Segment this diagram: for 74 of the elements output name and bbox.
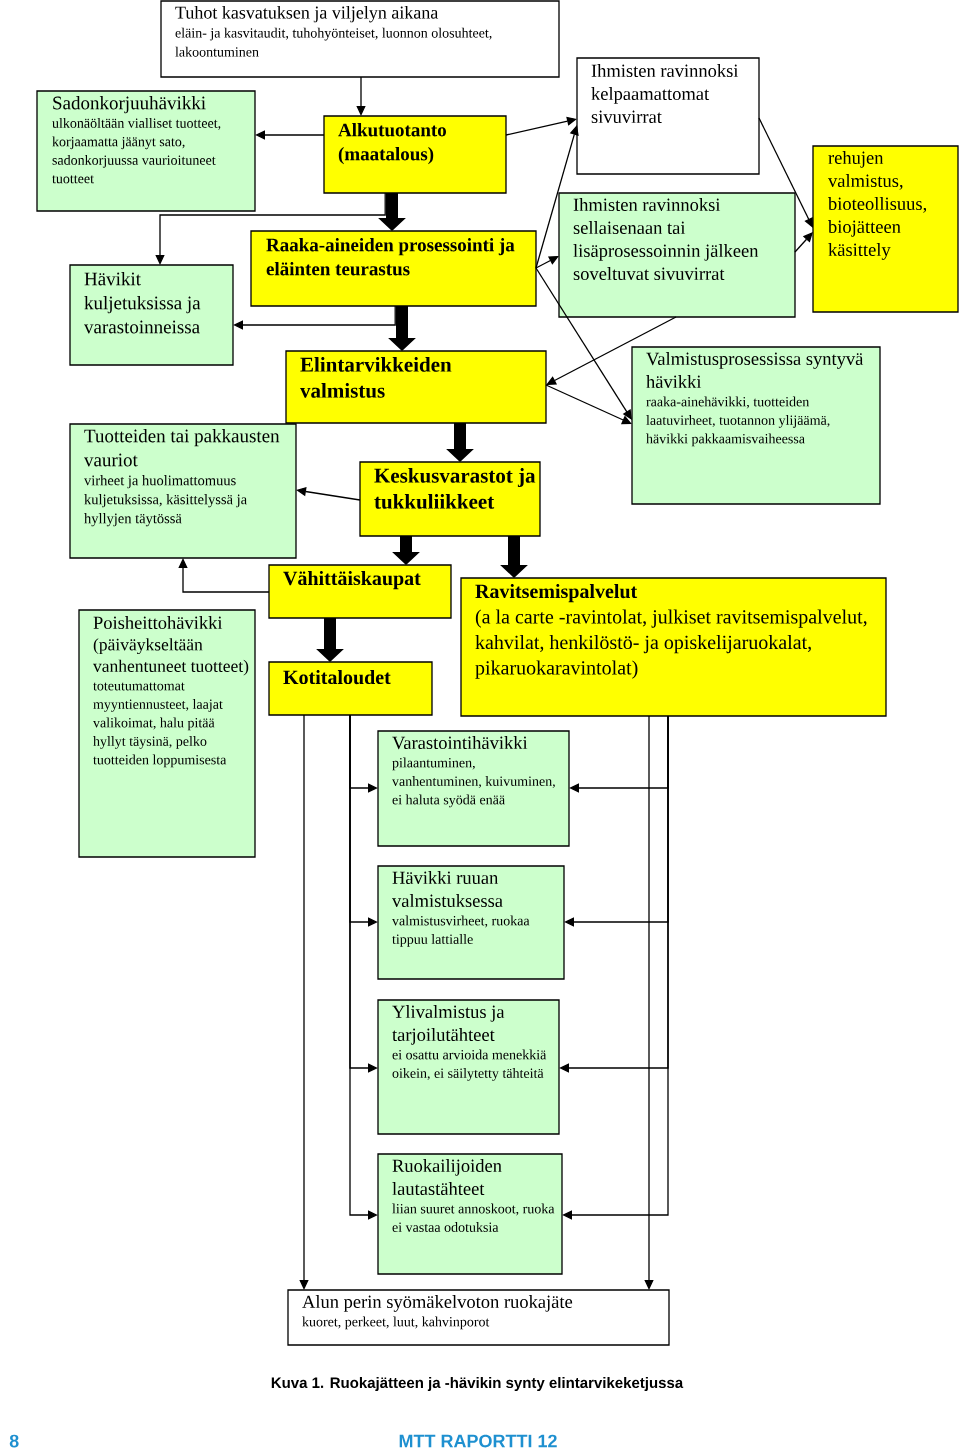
heading: Alun perin syömäkelvoton ruokajäte: [302, 1295, 573, 1312]
arrow: [299, 714, 309, 1290]
description: valmistusvirheet, ruokaa tippuu lattialle: [392, 915, 530, 947]
caption: Kuva 1. Ruokajätteen ja -hävikin synty elintarvikeketjussa: [271, 1377, 684, 1391]
arrow: [644, 715, 654, 1290]
process-box: [268, 564, 452, 619]
process-box: [250, 230, 537, 307]
heading: Ravitsemispalvelut: [475, 584, 638, 603]
process-box: [460, 577, 887, 717]
process-box: [268, 661, 433, 716]
process-box: [323, 115, 507, 194]
process-box: [812, 145, 959, 313]
heading: Hävikki ruuan valmistuksessa: [392, 871, 503, 908]
description: liian suuret annoskoot, ruoka ei vastaa odotuksia: [392, 1203, 555, 1232]
heading: Ihmisten ravinnoksi kelpaamattomat sivuvirrat: [591, 64, 739, 124]
description: pilaantuminen, vanhentuminen, kuivuminen, ei haluta syödä enää: [392, 757, 555, 808]
description: raaka-ainehävikki, tuotteiden laatuvirheet, tuotannon ylijäämä, hävikki pakkaamisvaiheessa: [646, 396, 830, 447]
subheading: (päiväykseltään vanhentuneet tuotteet): [93, 638, 249, 676]
arrow: [505, 116, 577, 136]
heading: Varastointihävikki: [392, 736, 528, 750]
heading: Raaka-aineiden prosessointi ja eläinten teurastus: [266, 238, 515, 276]
loss-box: [36, 90, 256, 212]
description: ei osattu arvioida menekkiä oikein, ei säilytetty tähteitä: [392, 1049, 547, 1081]
heading: Hävikit kuljetuksissa ja varastoinneissa: [84, 272, 201, 334]
heading: Keskusvarastot ja tukkuliikkeet: [374, 468, 536, 509]
description: kuoret, perkeet, luut, kahvinporot: [302, 1316, 490, 1330]
loss-box: [377, 1153, 563, 1275]
arrow: [535, 125, 579, 269]
subheading: (a la carte -ravintolat, julkiset ravitsemispalvelut, kahvilat, henkilöstö- ja opiskelijaruokalat, pikaruokaravintolat): [475, 609, 867, 679]
arrow: [794, 232, 813, 253]
loss-box: [377, 730, 570, 847]
heading: rehujen valmistus, bioteollisuus, biojätteen käsittely: [828, 151, 927, 260]
arrow: [535, 256, 559, 269]
info-box: [576, 57, 760, 175]
info-box: [160, 0, 560, 78]
footer-text: MTT RAPORTTI 12: [399, 1434, 557, 1448]
description: virheet ja huolimattomuus kuljetuksissa, käsittelyssä ja hyllyjen täytössä: [84, 475, 247, 527]
heading: Ylivalmistus ja tarjoilutähteet: [392, 1005, 505, 1045]
arrow: [546, 316, 677, 385]
heading: Tuotteiden tai pakkausten vauriot: [84, 429, 280, 467]
description: eläin- ja kasvitaudit, tuhohyönteiset, luonnon olosuhteet, lakoontuminen: [175, 27, 492, 57]
heading: Sadonkorjuuhävikki: [53, 96, 206, 114]
arrow: [562, 715, 669, 1220]
arrow: [545, 384, 632, 425]
loss-box: [69, 423, 297, 559]
loss-box: [377, 865, 565, 980]
arrow: [233, 305, 396, 330]
arrow: [178, 558, 270, 593]
arrow: [155, 192, 386, 265]
arrow: [349, 714, 378, 1220]
process-box: [285, 350, 547, 424]
heading: Alkutuotanto (maatalous): [338, 123, 446, 165]
loss-box: [558, 192, 796, 318]
arrow: [535, 267, 632, 420]
arrow: [758, 117, 813, 228]
description: toteutumattomat myyntiennusteet, laajat valikoimat, halu pitää hyllyt täysinä, pelko tuotteiden loppumisesta: [93, 682, 227, 768]
arrow: [255, 130, 325, 140]
heading: Valmistusprosessissa syntyvä hävikki: [646, 352, 864, 389]
heading: Tuhot kasvatuksen ja viljelyn aikana: [175, 6, 439, 23]
heading: Elintarvikkeiden valmistus: [300, 357, 452, 398]
heading: Kotitaloudet: [283, 670, 391, 685]
loss-box: [377, 999, 560, 1135]
process-box: [359, 461, 541, 537]
heading: Ruokailijoiden lautastähteet: [392, 1159, 502, 1196]
info-box: [287, 1289, 670, 1346]
heading: Ihmisten ravinnoksi sellaisenaan tai lisäprosessoinnin jälkeen soveltuvat sivuvirrat: [573, 198, 759, 281]
loss-box: [631, 346, 881, 505]
description: ulkonäöltään vialliset tuotteet, korjaamatta jäänyt sato, sadonkorjuussa vaurioituneet tuotteet: [52, 117, 221, 184]
heading: Vähittäiskaupat: [283, 571, 421, 590]
page-number: 8: [9, 1434, 19, 1448]
heading: Poisheittohävikki: [93, 616, 223, 630]
loss-box: [69, 264, 234, 366]
loss-box: [78, 609, 256, 858]
arrow: [356, 76, 366, 116]
